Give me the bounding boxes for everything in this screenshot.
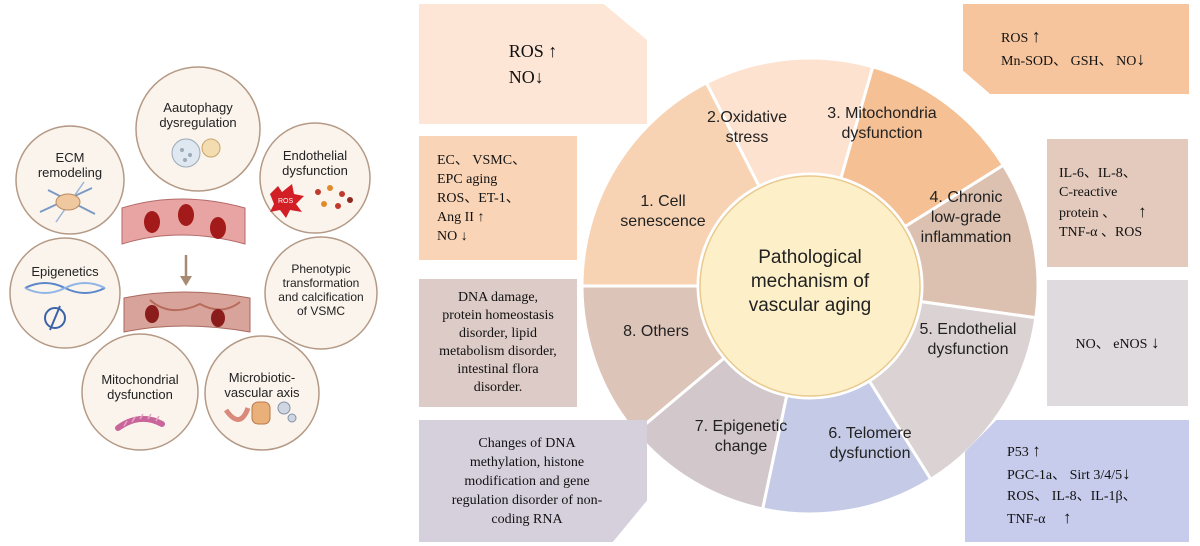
epigenetics-label: Epigenetics [31,264,99,279]
inflammation-box: IL-6、IL-8、 C-reactive protein 、 ↑ TNF-α 、… [1047,139,1188,267]
inflam-l1: IL-6、IL-8、 [1059,166,1137,181]
oxidative-stress-box: ROS ↑ NO↓ [419,4,647,124]
endothelial-icon [270,184,353,218]
telo-l3: ROS、 IL-8、IL-1β、 [1007,489,1137,504]
segment-label-mitochondria: 3. Mitochondria dysfunction [827,105,937,142]
gut-icon [223,401,297,425]
ecm-icon [39,181,96,223]
down-arrow-icon: ↓ [1136,49,1146,69]
down-arrow-icon: ↓ [1122,464,1131,483]
up-arrow-icon: ↑ [1062,508,1072,527]
senescence-l2: EPC aging [437,171,498,187]
mitochondrial-label: Mitochondrial dysfunction [101,372,179,402]
telo-l2: PGC-1a、 Sirt 3/4/5 [1007,468,1123,483]
down-arrow-icon: ↓ [1150,333,1160,352]
down-arrow-icon: ↓ [460,228,468,244]
up-arrow-icon: ↑ [1032,441,1041,460]
senescence-l1: EC、 VSMC、 [437,152,527,168]
up-arrow-icon: ↑ [548,41,558,61]
endo-text: NO、 eNOS [1075,337,1148,352]
epigenetic-change-box: Changes of DNA methylation, histone modi… [419,420,647,542]
aged-vessel-icon [123,291,251,333]
endothelial-label: Endothelial dysfunction [282,148,348,178]
epigenetic-text: Changes of DNA methylation, histone modi… [451,435,603,527]
cell-senescence-box: EC、 VSMC、 EPC aging ROS、ET-1、 Ang II ↑ N… [419,136,577,260]
inflam-l2: C-reactive [1059,185,1118,200]
ros-tag: ROS [278,198,294,205]
dna-icon [24,282,106,331]
circle-endothelial [259,122,371,234]
telo-l4: TNF-α [1007,512,1046,527]
segment-label-cell-senescence: 1. Cell senescence [620,193,706,230]
segment-label-epigenetic: 7. Epigenetic change [694,418,788,455]
autophagy-label: Aautophagy dysregulation [159,100,237,130]
down-arrow-icon: ↓ [534,67,544,87]
oxidative-ros: ROS [508,41,544,61]
segment-label-inflammation: 4. Chronic low-grade inflammation [920,189,1012,246]
others-text: DNA damage, protein homeostasis disorder… [439,290,557,395]
senescence-l3: ROS、ET-1、 [437,190,520,206]
others-box: DNA damage, protein homeostasis disorder… [419,279,577,407]
endothelial-box: NO、 eNOS ↓ [1047,280,1188,406]
up-arrow-icon: ↑ [1138,202,1147,221]
left-illustration: ROS [9,66,378,451]
inflam-l4: TNF-α 、ROS [1059,225,1143,240]
healthy-vessel-icon [121,198,246,245]
down-arrow-icon [180,255,192,286]
up-arrow-icon: ↑ [477,209,485,225]
senescence-l5: NO [437,228,458,244]
phenotypic-label: Phenotypic transformation and calcificat… [278,262,364,318]
mitochondria-box: ROS ↑ Mn-SOD、 GSH、 NO↓ [963,4,1189,94]
circle-epigenetics [9,237,121,349]
microbiotic-label: Microbiotic- vascular axis [224,370,300,400]
autophagy-icon [171,138,221,168]
ecm-label: ECM remodeling [37,150,103,180]
up-arrow-icon: ↑ [1031,26,1041,46]
senescence-l4: Ang II [437,209,474,225]
circle-autophagy [135,66,261,192]
segment-label-endothelial: 5. Endothelial dysfunction [919,321,1017,358]
segment-label-telomere: 6. Telomere dysfunction [828,425,912,462]
circle-phenotypic [264,236,378,350]
mito-ros: ROS [1001,31,1029,46]
oxidative-no: NO [508,67,535,87]
wheel-center-label: Pathological mechanism of vascular aging [748,247,872,316]
mitochondria-icon [115,413,165,431]
wheel-segment-s8 [580,284,727,435]
segment-label-oxidative-stress: 2.Oxidative stress [706,109,788,146]
circle-ecm [15,125,125,235]
telomere-box: P53 ↑ PGC-1a、 Sirt 3/4/5↓ ROS、 IL-8、IL-1… [965,420,1189,542]
segment-label-others: 8. Others [623,323,689,340]
inflam-l3: protein 、 [1059,206,1117,221]
telo-l1: P53 [1007,445,1029,460]
mito-l2: Mn-SOD、 GSH、 NO [1001,54,1137,69]
circle-mitochondrial [81,333,199,451]
